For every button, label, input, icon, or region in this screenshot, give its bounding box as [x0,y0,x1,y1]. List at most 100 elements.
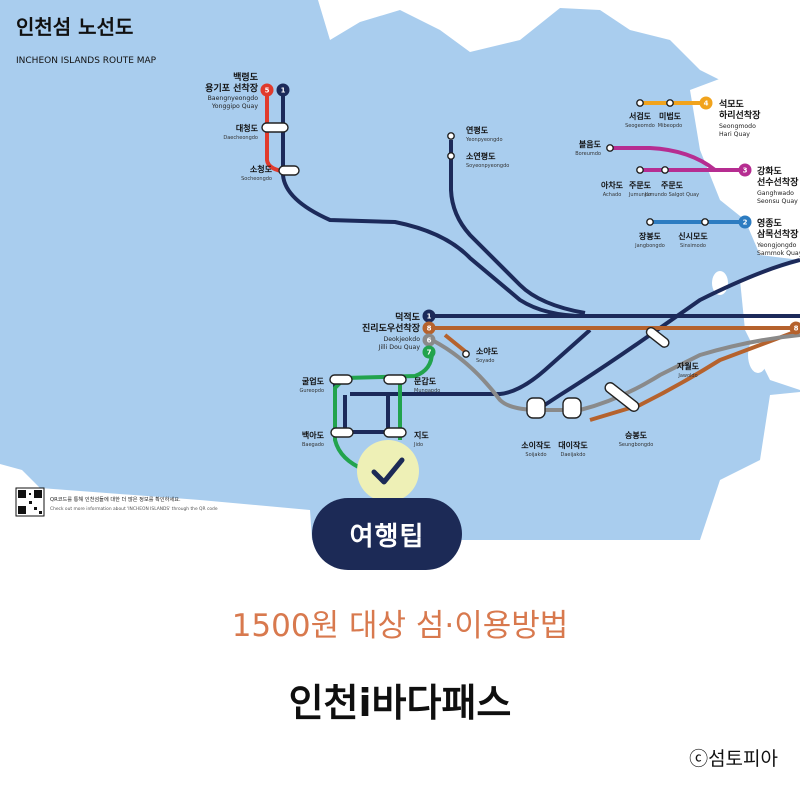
stop-daeijakdo [562,397,582,419]
route-1-line [281,96,800,318]
label-gureopdo: 굴업도 [302,376,325,386]
check-icon [371,457,405,485]
route-badge-6 [422,333,436,347]
stop-jumundo [661,166,669,174]
label-sinsimodo-en: Sinsimodo [680,243,706,249]
label-jilli-en2: Jilli Dou Quay [378,344,421,351]
label-seungbongdo-en: Seungbongdo [619,442,654,448]
qr-note-ko: QR코드를 통해 인천섬들에 대한 더 많은 정보를 확인하세요. [50,495,181,503]
label-jangbongdo-en: Jangbongdo [634,243,665,249]
route-badge-6-label: 6 [427,337,432,345]
stop-achado [636,166,644,174]
label-sammok-en2: Sammok Quay [757,250,800,257]
label-jumundo-en: Jumundo [628,192,651,198]
label-soyado: 소야도 [476,346,499,356]
label-jido-en: Jido [413,442,423,448]
route-badge-3-label: 3 [743,167,748,175]
route-badge-3 [738,163,752,177]
label-yeongjongdo: 영종도 [757,217,783,229]
label-boreumdo: 볼음도 [579,139,602,149]
route-map: 5 1 4 3 2 1 8 6 7 8 인천섬 노선도 INCHEON ISLA… [0,0,800,540]
label-jumundo-2-en: Jumundo Salgot Quay [644,192,699,198]
label-yeonpyeongdo: 연평도 [466,125,489,135]
route-badge-4 [699,96,713,110]
label-seongmodo: 석모도 [719,98,745,110]
stop-soijakdo [526,397,546,419]
label-yonggipo-en: Baengnyeongdo [208,95,259,102]
label-achado: 아차도 [601,180,624,190]
label-gureopdo-en: Gureopdo [299,388,324,394]
stop-boreumdo [606,144,614,152]
route-badge-1b-label: 1 [427,313,432,321]
label-socheongdo: 소청도 [250,164,273,174]
route-badge-1-label: 1 [281,87,286,95]
label-yonggipo-en2: Yonggipo Quay [211,103,259,110]
check-badge [357,440,419,502]
label-seogeomdo-en: Seogeomdo [625,123,655,129]
route-1-gureop-line [350,328,592,396]
stop-mungapdo [383,374,407,385]
label-soyeonpyeongdo: 소연평도 [466,151,496,161]
route-8-soya-line [443,333,468,354]
stop-soyado [462,350,470,358]
label-hari-quay: 하리선착장 [719,109,761,121]
route-1-yeonpyeong-line [449,140,586,315]
label-soyado-en: Soyado [476,358,495,364]
route-badge-1 [276,83,290,97]
label-baegado-en: Baegado [302,442,324,448]
qr-code[interactable] [15,487,45,517]
label-achado-en: Achado [603,192,622,198]
label-daeijakdo: 대이작도 [558,440,588,450]
label-jawoldo-en: Jawoldo [677,373,697,379]
route-6-line [431,333,800,412]
headline: 1500원 대상 섬·이용방법 [231,608,569,644]
label-yonggipo: 용기포 선착장 [205,82,259,94]
route-badge-2-label: 2 [743,219,748,227]
label-seungbongdo: 승봉도 [625,430,648,440]
stop-mibeopdo [666,99,674,107]
label-socheongdo-en: Socheongdo [241,176,272,182]
label-jido: 지도 [414,430,429,440]
stop-soyeonpyeongdo [447,152,455,160]
map-title: 인천섬 노선도 [16,15,133,39]
label-baegado: 백아도 [302,430,325,440]
label-mibeopdo: 미법도 [659,111,682,121]
page-title: 인천i바다패스 [288,681,512,725]
mainland-south [700,392,800,540]
route-badge-7 [422,345,436,359]
label-deokjeokdo: 덕적도 [395,311,421,323]
label-baengnyeongdo: 백령도 [233,71,259,83]
qr-note-en: Check out more information about 'INCHEO… [50,506,218,512]
stop-socheongdo [278,165,300,176]
stop-sinsimodo [701,218,709,226]
label-jilli-quay: 진리도우선착장 [362,322,421,334]
route-badge-5 [260,83,274,97]
label-seonsu-quay: 선수선착장 [757,176,799,188]
label-seogeomdo: 서검도 [629,111,652,121]
route-badge-8-label: 8 [427,325,432,333]
route-badge-4-label: 4 [704,100,709,108]
route-8-seungbong-line [589,328,800,422]
label-yeonpyeongdo-en: Yeonpyeongdo [465,137,503,143]
label-hari-en2: Hari Quay [719,131,750,138]
label-daecheongdo-en: Daecheongdo [223,135,258,141]
route-badge-8b-label: 8 [794,325,799,333]
stop-baegado [330,427,354,438]
mainland-north [318,0,800,160]
label-boreumdo-en: Boreumdo [575,151,601,157]
stop-daecheongdo [261,122,289,133]
label-mungapdo: 문갑도 [414,376,437,386]
label-mungapdo-en: Mungapdo [414,388,440,394]
label-daeijakdo-en: Daeijakdo [561,452,586,458]
label-jumundo: 주문도 [629,181,652,190]
stop-jido [383,427,407,438]
stop-jangbongdo [646,218,654,226]
stop-gureopdo [329,374,353,385]
label-soijakdo-en: Soijakdo [525,452,546,458]
label-daecheongdo: 대청도 [236,123,259,133]
label-seonsu-en2: Seonsu Quay [757,198,798,205]
label-jawoldo: 자월도 [677,361,700,371]
route-badge-1b [422,309,436,323]
label-sammok-quay: 삼목선착장 [757,228,799,240]
route-badge-8b [789,321,800,335]
